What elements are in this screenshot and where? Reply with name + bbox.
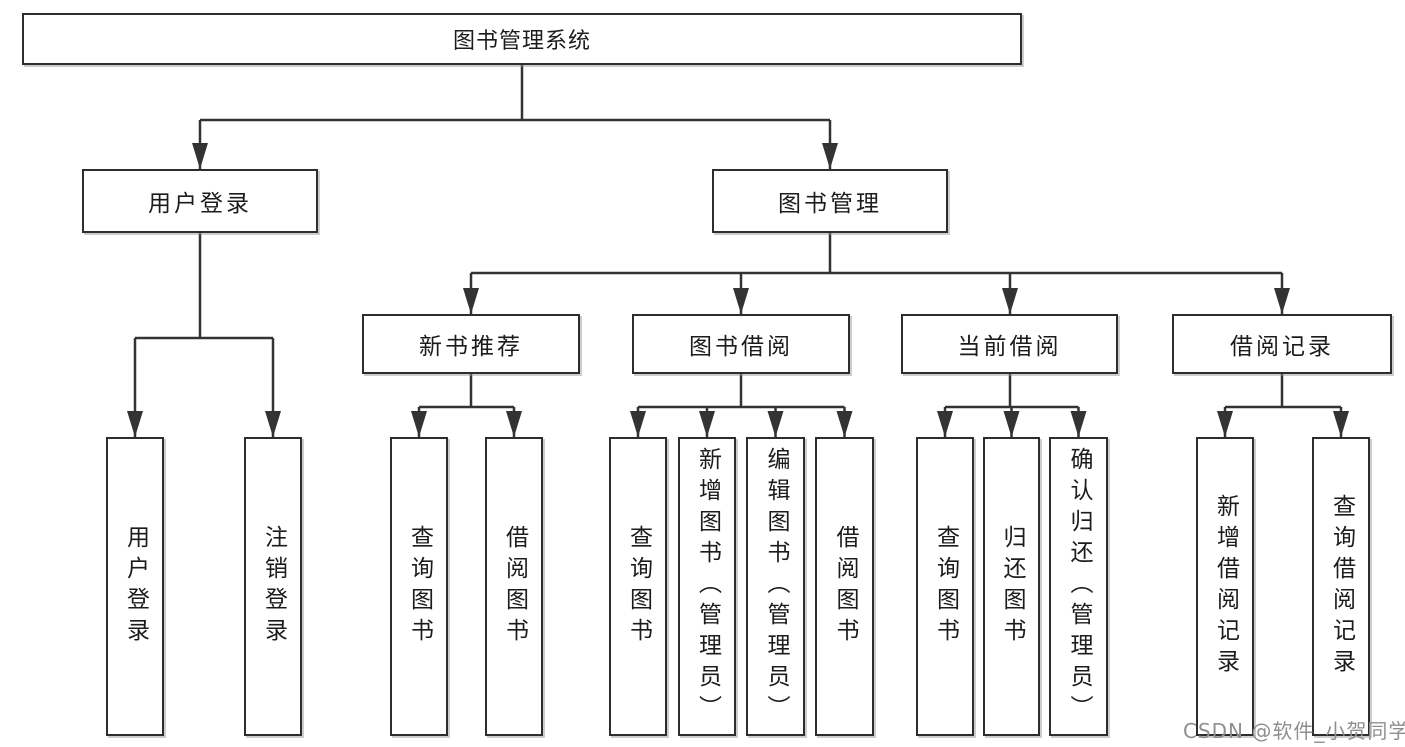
leaf-label: 借阅图书 [832,524,858,649]
leaf-label: 确认归还（管理员） [1066,447,1092,726]
node-root: 图书管理系统 [22,13,1022,65]
leaf-query-borrow-record: 查询借阅记录 [1312,437,1370,736]
leaf-return-books: 归还图书 [983,437,1040,736]
csdn-watermark: CSDN @软件_小贺同学 [1183,719,1405,743]
node-book-borrow: 图书借阅 [632,314,850,374]
arrowheads [127,143,1349,437]
leaf-edit-books-admin: 编辑图书（管理员） [746,437,805,736]
connector-paths [133,65,1343,437]
node-current-borrow: 当前借阅 [901,314,1118,374]
leaf-recommend-borrow-books: 借阅图书 [485,437,543,736]
leaf-add-borrow-record: 新增借阅记录 [1196,437,1254,736]
leaf-label: 注销登录 [260,524,287,649]
leaf-label: 查询图书 [625,524,652,649]
leaf-label: 新增图书（管理员） [694,447,721,726]
leaf-label: 查询图书 [406,524,433,649]
leaf-user-login: 用户登录 [106,437,164,736]
leaf-label: 查询图书 [932,524,959,649]
node-book-management: 图书管理 [712,169,948,233]
leaf-recommend-query-books: 查询图书 [390,437,448,736]
node-user-login: 用户登录 [82,169,318,233]
leaf-logout: 注销登录 [244,437,302,736]
node-borrow-records: 借阅记录 [1172,314,1392,374]
leaf-label: 借阅图书 [501,524,528,649]
leaf-add-books-admin: 新增图书（管理员） [678,437,736,736]
leaf-current-query-books: 查询图书 [916,437,974,736]
leaf-confirm-return-admin: 确认归还（管理员） [1049,437,1108,736]
leaf-borrow-query-books: 查询图书 [609,437,667,736]
leaf-label: 查询借阅记录 [1328,493,1355,680]
leaf-label: 归还图书 [999,524,1025,649]
leaf-label: 编辑图书（管理员） [763,447,789,726]
leaf-borrow-books: 借阅图书 [815,437,874,736]
leaf-label: 用户登录 [122,524,149,649]
node-new-book-recommend: 新书推荐 [362,314,580,374]
leaf-label: 新增借阅记录 [1212,493,1239,680]
